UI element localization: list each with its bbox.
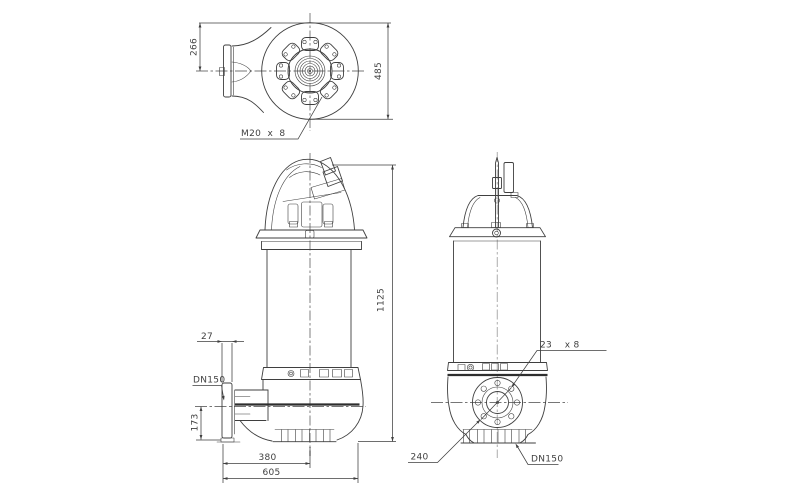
front-view-volute — [447, 376, 547, 444]
side-view-slot-left — [287, 203, 299, 225]
top-view-lobes — [276, 37, 344, 105]
dim-380-label: 380 — [258, 453, 276, 463]
front-view-clamp-band — [449, 227, 546, 242]
top-view-funnel-upper — [231, 27, 272, 47]
side-view-dimensions: 27 DN150 173 380 605 1125 — [191, 164, 396, 483]
side-view-window — [301, 201, 323, 228]
dim-605-label: 605 — [262, 468, 280, 478]
dim-240-label: 240 — [411, 453, 429, 463]
side-view-body — [266, 249, 352, 368]
top-view-funnel-lower — [231, 95, 264, 113]
dim-266-label: 266 — [190, 38, 200, 56]
dim-1125-label: 1125 — [377, 288, 387, 312]
front-view-cable-entries — [492, 157, 519, 228]
top-view-funnel-pinch-upper — [231, 61, 252, 72]
top-view-flange-notch — [219, 67, 225, 76]
front-view-body — [453, 240, 541, 363]
dim-485-label: 485 — [374, 62, 384, 80]
top-view-funnel-pinch-lower — [231, 70, 252, 83]
side-view-cable-gland — [322, 166, 343, 187]
side-view-dome — [264, 157, 355, 230]
front-view-feet-ribs — [463, 429, 526, 444]
side-view: 27 DN150 173 380 605 1125 — [191, 153, 396, 483]
top-view: 266 485 M20 x 8 — [190, 13, 393, 140]
top-view-dimensions: 266 485 M20 x 8 — [190, 22, 393, 140]
bolt-note-m20-leader — [240, 96, 323, 140]
side-view-feet-ribs — [281, 429, 331, 442]
top-view-center-rings — [294, 55, 326, 87]
side-view-tab-right — [324, 221, 333, 228]
front-view-flange — [472, 377, 523, 428]
side-view-volute — [234, 379, 364, 443]
front-view-bolt-band — [447, 362, 548, 377]
side-view-tab-left — [289, 221, 298, 228]
side-view-gland-base — [310, 178, 346, 200]
side-view-clamp-band — [255, 229, 368, 250]
bolt-note-23x8-label: 23 x 8 — [540, 341, 580, 351]
front-view: 23 x 8 240 DN150 — [408, 152, 607, 465]
dim-27-label: 27 — [201, 332, 213, 342]
dim-173-label: 173 — [191, 413, 201, 431]
side-view-discharge-flange — [216, 382, 241, 443]
front-view-annotations: 23 x 8 240 DN150 — [408, 341, 607, 465]
side-view-cable-gland-tube — [320, 157, 336, 176]
top-view-flange-plate — [223, 44, 232, 98]
bolt-note-m20-label: M20 x 8 — [241, 129, 285, 139]
side-view-slot-right — [322, 203, 334, 225]
side-view-bolt-band — [261, 367, 361, 380]
side-dn150-label: DN150 — [193, 376, 225, 386]
front-dn150-label: DN150 — [531, 455, 563, 465]
top-view-lobe-ring — [287, 48, 333, 94]
side-view-hook-tab — [305, 230, 315, 239]
front-view-bolt-holes — [474, 379, 520, 425]
